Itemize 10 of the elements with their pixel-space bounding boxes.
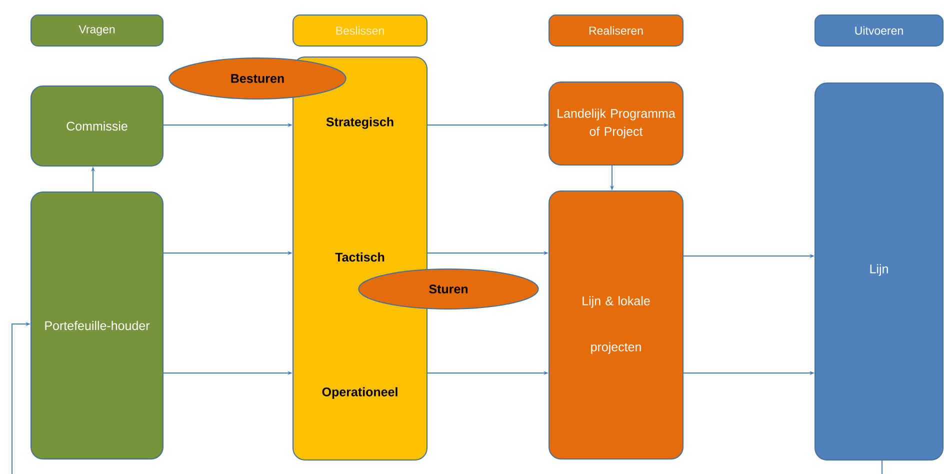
decision-column: Strategisch Tactisch Operationeel — [292, 56, 428, 460]
process-box: Lijn & lokale projecten — [548, 190, 684, 460]
header-box: Beslissen — [292, 14, 428, 46]
process-box: Portefeuille-houder — [30, 192, 164, 460]
process-box: Landelijk Programma of Project — [548, 82, 684, 166]
header-box: Uitvoeren — [814, 14, 944, 46]
header-box: Vragen — [30, 14, 164, 46]
process-box: Lijn — [814, 82, 944, 460]
header-box: Realiseren — [548, 14, 684, 46]
process-box: Commissie — [30, 86, 164, 166]
